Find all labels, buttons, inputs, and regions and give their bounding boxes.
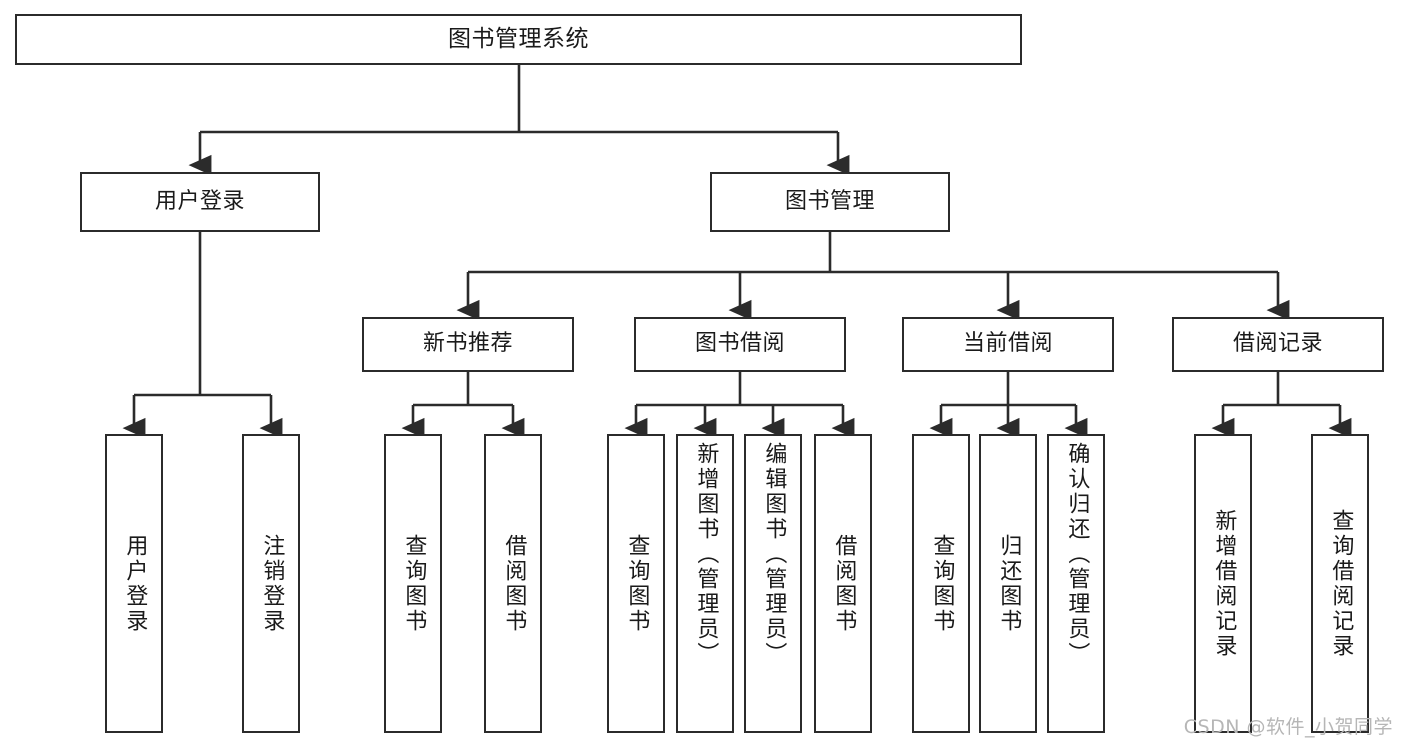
node-book-borrow-label: 图书借阅 xyxy=(694,331,785,357)
node-leaf-query-book-3-label: 查询图书 xyxy=(929,533,955,634)
node-book-manage-label: 图书管理 xyxy=(784,188,875,214)
node-current-borrow[interactable]: 当前借阅 xyxy=(902,317,1114,372)
node-new-book-recommend[interactable]: 新书推荐 xyxy=(362,317,574,372)
node-root-label: 图书管理系统 xyxy=(448,25,589,52)
node-leaf-borrow-book-1[interactable]: 借阅图书 xyxy=(484,434,542,733)
node-leaf-edit-book-label: 编辑图书（管理员） xyxy=(761,442,787,667)
node-leaf-return-book-label: 归还图书 xyxy=(996,533,1022,634)
node-book-manage[interactable]: 图书管理 xyxy=(710,172,950,232)
node-new-book-recommend-label: 新书推荐 xyxy=(422,331,513,357)
node-leaf-query-book-1-label: 查询图书 xyxy=(401,533,427,634)
node-leaf-borrow-book-2-label: 借阅图书 xyxy=(831,533,857,634)
node-leaf-user-login[interactable]: 用户登录 xyxy=(105,434,163,733)
node-borrow-record-label: 借阅记录 xyxy=(1232,331,1323,357)
node-leaf-query-book-3[interactable]: 查询图书 xyxy=(912,434,970,733)
node-root[interactable]: 图书管理系统 xyxy=(15,14,1022,65)
node-leaf-add-book-label: 新增图书（管理员） xyxy=(693,442,719,667)
node-current-borrow-label: 当前借阅 xyxy=(962,331,1053,357)
watermark-text: CSDN @软件_小贺同学 xyxy=(1183,716,1393,738)
node-leaf-query-book-2[interactable]: 查询图书 xyxy=(607,434,665,733)
node-leaf-confirm-return-label: 确认归还（管理员） xyxy=(1064,442,1090,667)
node-leaf-user-login-label: 用户登录 xyxy=(122,533,148,634)
node-leaf-return-book[interactable]: 归还图书 xyxy=(979,434,1037,733)
node-book-borrow[interactable]: 图书借阅 xyxy=(634,317,846,372)
node-user-login-label: 用户登录 xyxy=(154,188,245,214)
node-leaf-add-record[interactable]: 新增借阅记录 xyxy=(1194,434,1252,733)
node-leaf-confirm-return[interactable]: 确认归还（管理员） xyxy=(1047,434,1105,733)
node-leaf-query-book-2-label: 查询图书 xyxy=(624,533,650,634)
node-leaf-edit-book[interactable]: 编辑图书（管理员） xyxy=(744,434,802,733)
node-leaf-add-record-label: 新增借阅记录 xyxy=(1211,508,1237,659)
node-leaf-borrow-book-1-label: 借阅图书 xyxy=(501,533,527,634)
node-leaf-query-record-label: 查询借阅记录 xyxy=(1328,508,1354,659)
node-leaf-borrow-book-2[interactable]: 借阅图书 xyxy=(814,434,872,733)
node-leaf-logout-label: 注销登录 xyxy=(259,533,285,634)
node-borrow-record[interactable]: 借阅记录 xyxy=(1172,317,1384,372)
node-leaf-query-record[interactable]: 查询借阅记录 xyxy=(1311,434,1369,733)
node-leaf-logout[interactable]: 注销登录 xyxy=(242,434,300,733)
node-leaf-add-book[interactable]: 新增图书（管理员） xyxy=(676,434,734,733)
node-user-login[interactable]: 用户登录 xyxy=(80,172,320,232)
node-leaf-query-book-1[interactable]: 查询图书 xyxy=(384,434,442,733)
